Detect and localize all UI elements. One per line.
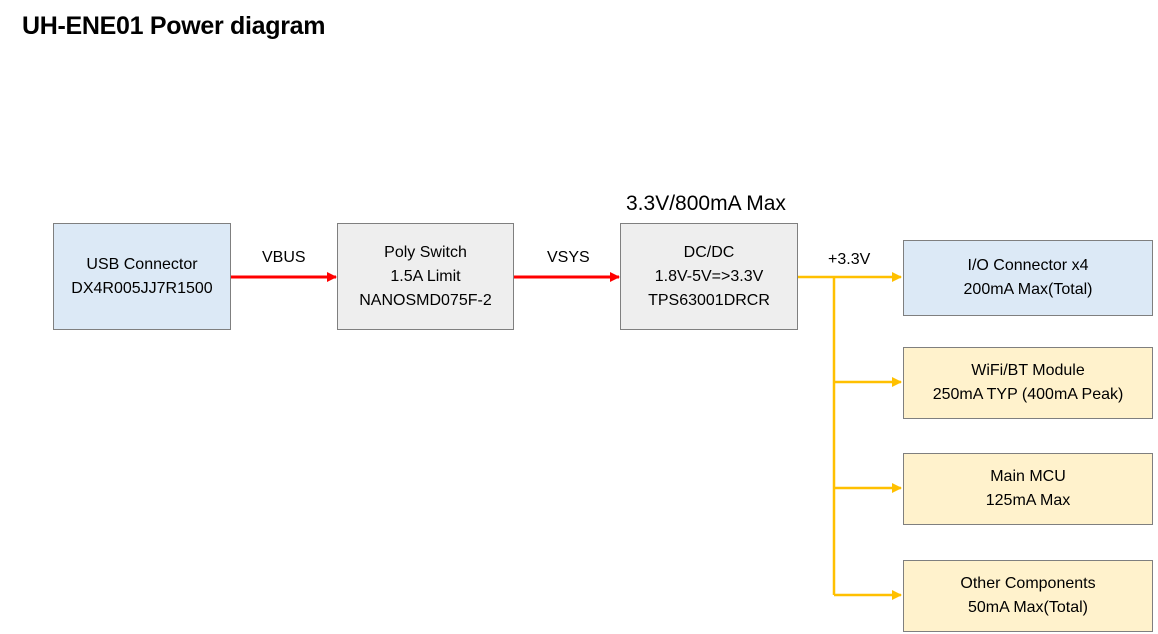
dcdc-block-part: TPS63001DRCR (648, 291, 770, 309)
dcdc-rating-label: 3.3V/800mA Max (626, 192, 786, 215)
mcu-block-name: Main MCU (990, 468, 1066, 485)
mcu-block-current: 125mA Max (985, 492, 1071, 509)
poly-block-part: NANOSMD075F-2 (359, 291, 492, 309)
other-components-block: Other Components 50mA Max(Total) (903, 560, 1153, 632)
poly-block-limit: 1.5A Limit (390, 267, 461, 285)
io-block-current: 200mA Max(Total) (963, 281, 1093, 298)
page-title: UH-ENE01 Power diagram (22, 12, 326, 40)
dcdc-block: DC/DC 1.8V-5V=>3.3V TPS63001DRCR (620, 223, 798, 330)
poly-block-name: Poly Switch (384, 243, 467, 261)
vbus-label: VBUS (262, 249, 306, 266)
wifi-bt-block: WiFi/BT Module 250mA TYP (400mA Peak) (903, 347, 1153, 419)
main-mcu-block: Main MCU 125mA Max (903, 453, 1153, 525)
usb-connector-block: USB Connector DX4R005JJ7R1500 (53, 223, 231, 330)
other-block-current: 50mA Max(Total) (967, 599, 1089, 616)
v33-label: +3.3V (828, 251, 871, 268)
other-block-name: Other Components (960, 575, 1096, 592)
usb-block-part: DX4R005JJ7R1500 (71, 279, 213, 297)
dcdc-block-name: DC/DC (683, 243, 735, 261)
wifi-block-current: 250mA TYP (400mA Peak) (932, 386, 1124, 403)
io-block-name: I/O Connector x4 (967, 257, 1089, 274)
usb-block-name: USB Connector (86, 255, 198, 273)
vsys-label: VSYS (547, 249, 590, 266)
wifi-block-name: WiFi/BT Module (971, 362, 1085, 379)
dcdc-block-range: 1.8V-5V=>3.3V (654, 267, 764, 285)
io-connector-block: I/O Connector x4 200mA Max(Total) (903, 240, 1153, 316)
poly-switch-block: Poly Switch 1.5A Limit NANOSMD075F-2 (337, 223, 514, 330)
